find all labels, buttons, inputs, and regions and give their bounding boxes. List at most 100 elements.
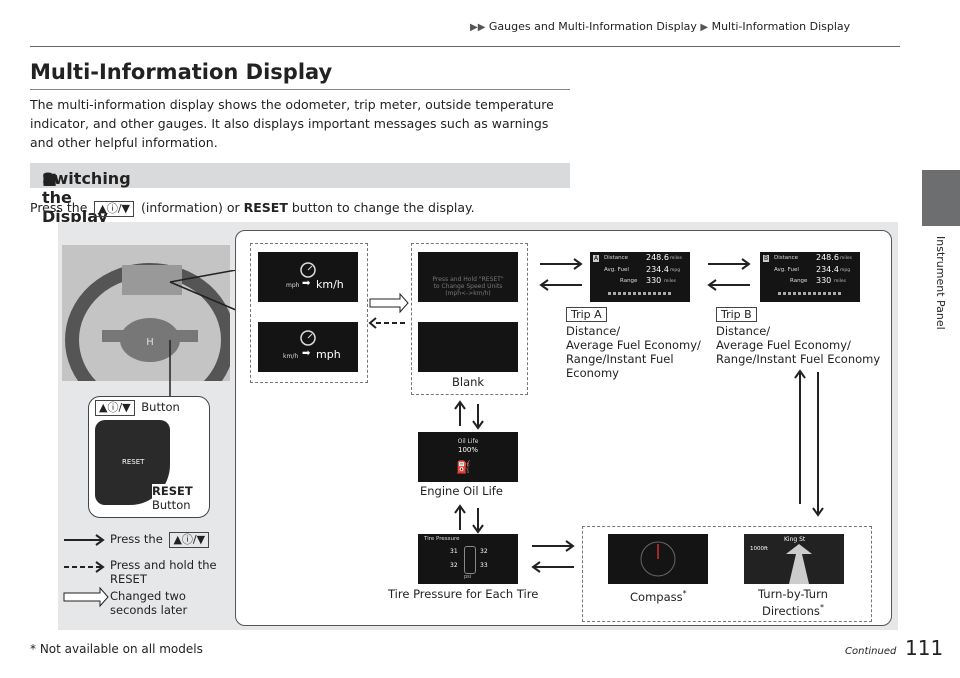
- section-square-icon: ■: [42, 169, 58, 188]
- engine-oil-label: Engine Oil Life: [420, 484, 503, 498]
- trip-b-tag: Trip B: [716, 307, 757, 322]
- kmh-to-mph-screen: km/h ➡ mph: [258, 322, 358, 372]
- distance-unit: miles: [670, 256, 682, 261]
- instruction-text: Press the: [30, 200, 88, 215]
- section-header: ■Switching the Display: [30, 163, 570, 226]
- trip-b-desc-line: Distance/: [716, 324, 771, 338]
- trip-a-badge: A: [593, 255, 600, 262]
- side-tab-label: Instrument Panel: [934, 236, 947, 330]
- range-label: Range: [620, 278, 638, 284]
- reset-keyword: RESET: [243, 200, 288, 215]
- legend-hold-text: RESET: [110, 572, 147, 586]
- legend-arrows: [63, 534, 109, 608]
- flow-arrows-units: [368, 293, 409, 329]
- fuel-bar: [608, 292, 672, 295]
- tire-rl: 32: [450, 562, 458, 569]
- compass-text: Compass: [630, 589, 683, 604]
- blank-group: [411, 243, 528, 395]
- speedometer-icon: [300, 262, 316, 278]
- distance-value: 248.6: [816, 253, 839, 262]
- tbt-line: Directions: [761, 603, 820, 618]
- page-title: Multi-Information Display: [30, 60, 333, 84]
- steering-wheel-icon: H: [62, 245, 230, 381]
- trip-a-description: Distance/ Average Fuel Economy/ Range/In…: [566, 324, 701, 380]
- from-unit: km/h: [283, 353, 299, 360]
- avg-unit: mpg: [670, 268, 681, 273]
- screen-text: (mph<->km/h): [445, 290, 491, 297]
- arrow-icon: ➡: [302, 348, 311, 359]
- compass-screen: [608, 534, 708, 584]
- turn-by-turn-label: Turn-by-Turn Directions*: [758, 587, 828, 618]
- reset-bold: RESET: [152, 484, 193, 498]
- title-rule: [30, 89, 570, 90]
- oil-life-screen: Oil Life 100% ⛽: [418, 432, 518, 482]
- legend-changed: Changed two seconds later: [110, 589, 187, 617]
- distance-unit: miles: [840, 256, 852, 261]
- instruction-text: (information) or: [140, 200, 240, 215]
- side-tab: Instrument Panel: [922, 236, 960, 386]
- breadcrumb-arrow-icon: ▶: [700, 22, 709, 33]
- screen-text: to Change Speed Units: [433, 283, 503, 290]
- screen-text: Press and Hold "RESET": [432, 276, 504, 283]
- from-unit: mph: [286, 282, 300, 289]
- trip-a-tag: Trip A: [566, 307, 607, 322]
- trip-b-description: Distance/ Average Fuel Economy/ Range/In…: [716, 324, 880, 366]
- oil-can-icon: ⛽: [456, 460, 471, 474]
- avg-label: Avg. Fuel: [774, 267, 799, 273]
- info-key-icon: ▲ⓘ/▼: [94, 201, 134, 217]
- navigation-group: [582, 526, 872, 622]
- to-unit: km/h: [316, 278, 344, 291]
- press-hold-screen: Press and Hold "RESET" to Change Speed U…: [418, 252, 518, 302]
- speed-units-group: [250, 243, 368, 383]
- mph-to-kmh-screen: mph ➡ km/h: [258, 252, 358, 302]
- avg-label: Avg. Fuel: [604, 267, 629, 273]
- tire-title: Tire Pressure: [424, 536, 460, 542]
- legend-press: Press the ▲ⓘ/▼: [110, 532, 212, 548]
- breadcrumb-level1[interactable]: Gauges and Multi-Information Display: [488, 20, 697, 33]
- svg-text:H: H: [146, 337, 154, 348]
- car-outline-icon: [464, 546, 476, 574]
- tire-pressure-screen: Tire Pressure 31 32 32 33 psi: [418, 534, 518, 584]
- flow-arrows-oil: [454, 400, 484, 430]
- oil-title: Oil Life: [457, 438, 479, 445]
- legend-hold: Press and hold the RESET: [110, 558, 217, 586]
- legend-hold-text: Press and hold the: [110, 558, 217, 572]
- continued-label: Continued: [845, 646, 897, 657]
- button-label: Button: [141, 400, 180, 414]
- compass-label: Compass*: [630, 587, 687, 604]
- street-name: King St: [784, 536, 806, 543]
- steering-wheel-image: H: [62, 245, 230, 381]
- flow-arrows-trip: [539, 258, 583, 291]
- tire-fl: 31: [450, 548, 458, 555]
- tire-fr: 32: [480, 548, 488, 555]
- blank-label: Blank: [452, 375, 485, 389]
- flow-arrows-trip: [707, 258, 751, 291]
- footnote-mark: *: [682, 589, 687, 598]
- trip-b-badge: B: [763, 255, 770, 262]
- button-label-row: ▲ⓘ/▼ Button: [92, 400, 180, 416]
- distance-value: 248.6: [646, 253, 669, 262]
- reset-label: RESET Button: [152, 484, 193, 512]
- trip-b-desc-line: Range/Instant Fuel Economy: [716, 352, 881, 366]
- flow-arrows-tire: [454, 504, 484, 534]
- tire-rr: 33: [480, 562, 488, 569]
- avg-value: 234.4: [816, 265, 839, 274]
- trip-b-screen: B Distance 248.6 miles Avg. Fuel 234.4 m…: [760, 252, 860, 302]
- tbt-line: Turn-by-Turn: [758, 587, 828, 601]
- tire-unit: psi: [464, 574, 472, 580]
- turn-by-turn-screen: King St 1000ft: [744, 534, 844, 584]
- trip-a-desc-line: Economy: [566, 366, 619, 380]
- instruction-line: Press the ▲ⓘ/▼ (information) or RESET bu…: [30, 200, 475, 217]
- avg-value: 234.4: [646, 265, 669, 274]
- breadcrumb-arrow-icon: ▶▶: [470, 22, 486, 33]
- oil-value: 100%: [457, 446, 478, 454]
- range-value: 330: [816, 276, 832, 285]
- info-key-icon: ▲ⓘ/▼: [169, 532, 210, 548]
- turn-distance: 1000ft: [750, 546, 768, 552]
- tire-pressure-label: Tire Pressure for Each Tire: [388, 587, 539, 601]
- to-unit: mph: [316, 348, 341, 361]
- breadcrumb-level2[interactable]: Multi-Information Display: [711, 20, 851, 33]
- distance-label: Distance: [604, 255, 629, 261]
- trip-a-desc-line: Distance/: [566, 324, 621, 338]
- footnote: * Not available on all models: [30, 642, 203, 656]
